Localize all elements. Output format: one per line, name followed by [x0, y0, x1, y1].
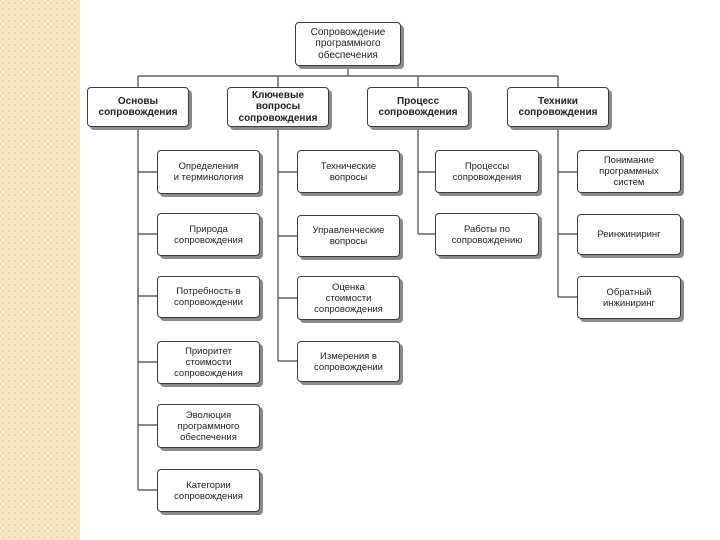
node-technical-issues: Технические вопросы	[297, 150, 400, 193]
node-nature: Природа сопровождения	[157, 213, 260, 256]
node-cost-priority: Приоритет стоимости сопровождения	[157, 341, 260, 384]
node-reverse-engineering: Обратный инжиниринг	[577, 276, 681, 319]
decorative-side-strip	[0, 0, 80, 540]
node-definitions: Определения и терминология	[157, 150, 260, 194]
node-category-process: Процесс сопровождения	[367, 87, 469, 127]
node-need: Потребность в сопровождении	[157, 276, 260, 318]
node-activities: Работы по сопровождению	[435, 213, 539, 256]
node-program-comprehension: Понимание программных систем	[577, 150, 681, 193]
node-category-techniques: Техники сопровождения	[507, 87, 609, 127]
node-measurement: Измерения в сопровождении	[297, 341, 400, 382]
node-management-issues: Управленческие вопросы	[297, 215, 400, 257]
node-cost-estimation: Оценка стоимости сопровождения	[297, 276, 400, 320]
node-root: Сопровождение программного обеспечения	[295, 22, 401, 66]
node-reengineering: Реинжиниринг	[577, 214, 681, 255]
node-category-key-issues: Ключевые вопросы сопровождения	[227, 87, 329, 127]
node-evolution: Эволюция программного обеспечения	[157, 404, 260, 448]
node-category-basics: Основы сопровождения	[87, 87, 189, 127]
node-processes: Процессы сопровождения	[435, 150, 539, 193]
node-categories: Категории сопровождения	[157, 469, 260, 512]
